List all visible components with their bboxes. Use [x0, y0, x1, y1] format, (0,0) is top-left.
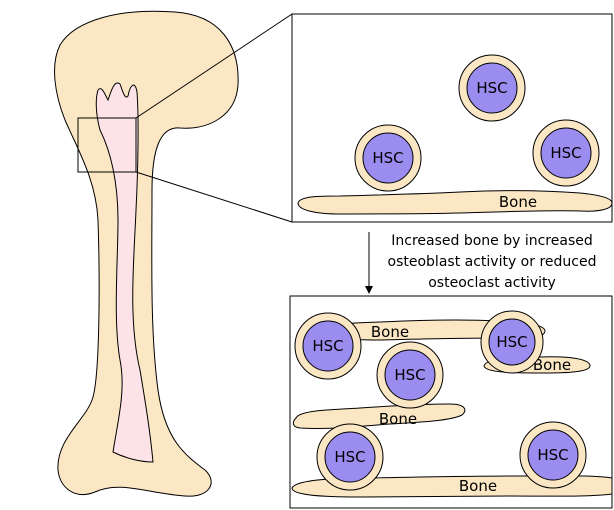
transition-arrow — [365, 232, 373, 294]
panel-normal: HSC HSC HSC Bone — [292, 14, 612, 222]
hsc-label: HSC — [550, 144, 581, 162]
hsc-cell: HSC — [295, 313, 361, 379]
panel-normal-frame — [292, 14, 612, 222]
hsc-cell: HSC — [533, 120, 599, 186]
hsc-label: HSC — [537, 446, 568, 464]
hsc-cell: HSC — [355, 125, 421, 191]
hsc-label: HSC — [312, 337, 343, 355]
bone-label: Bone — [499, 193, 537, 211]
hsc-cell: HSC — [377, 342, 443, 408]
caption-line-3: osteoclast activity — [428, 275, 556, 291]
panel-increased-bone: Bone Bone Bone Bone HSC HSC HSC HS — [290, 296, 612, 508]
caption-line-2: osteoblast activity or reduced — [388, 254, 597, 270]
hsc-cell: HSC — [520, 422, 586, 488]
hsc-cell: HSC — [317, 424, 383, 490]
zoom-line-bottom — [136, 172, 292, 222]
hsc-label: HSC — [334, 448, 365, 466]
hsc-cell: HSC — [481, 311, 543, 373]
bone-label: Bone — [459, 477, 497, 495]
bone-label: Bone — [379, 410, 417, 428]
caption-line-1: Increased bone by increased — [391, 233, 593, 249]
hsc-label: HSC — [476, 79, 507, 97]
hsc-label: HSC — [496, 333, 527, 351]
bone-label: Bone — [371, 323, 409, 341]
hsc-label: HSC — [372, 149, 403, 167]
hsc-cell: HSC — [459, 55, 525, 121]
femur — [55, 11, 292, 496]
hsc-label: HSC — [394, 366, 425, 384]
